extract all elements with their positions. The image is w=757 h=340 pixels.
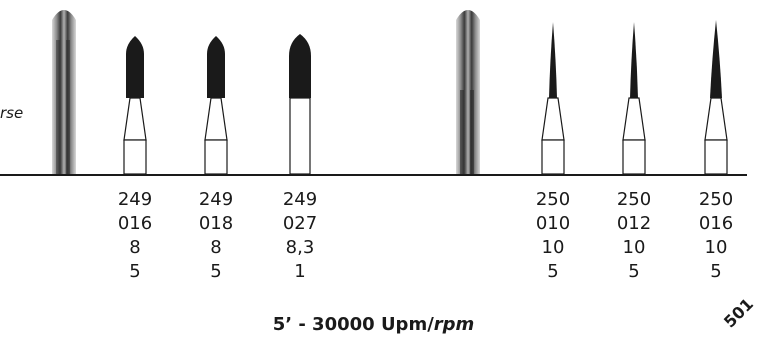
speed-caption-unit: rpm bbox=[433, 314, 475, 335]
spec-line: 8 bbox=[210, 237, 222, 258]
bur-photo-left bbox=[52, 10, 76, 174]
spec-line: 5 bbox=[628, 261, 640, 282]
spec-line: 250 bbox=[698, 189, 734, 210]
speed-caption-text: 5’ - 30000 Upm/ bbox=[272, 314, 434, 335]
speed-caption: 5’ - 30000 Upm/rpm bbox=[0, 314, 747, 335]
spec-line: 10 bbox=[541, 237, 565, 258]
spec-line: 249 bbox=[282, 189, 318, 210]
bur-shape-250-016 bbox=[704, 20, 728, 175]
bur-shape-249-016 bbox=[123, 36, 147, 175]
spec-line: 8 bbox=[129, 237, 141, 258]
spec-column-3: 249 027 8,3 1 bbox=[275, 188, 325, 284]
spec-line: 010 bbox=[535, 213, 571, 234]
spec-line: 016 bbox=[698, 213, 734, 234]
spec-line: 250 bbox=[535, 189, 571, 210]
spec-line: 10 bbox=[704, 237, 728, 258]
spec-line: 8,3 bbox=[285, 237, 315, 258]
spec-column-1: 249 016 8 5 bbox=[110, 188, 160, 284]
spec-line: 249 bbox=[198, 189, 234, 210]
baseline-rule bbox=[0, 174, 747, 176]
bur-shape-250-010 bbox=[541, 22, 565, 175]
bur-shape-250-012 bbox=[622, 22, 646, 175]
spec-column-4: 250 010 10 5 bbox=[528, 188, 578, 284]
spec-line: 1 bbox=[294, 261, 306, 282]
spec-column-6: 250 016 10 5 bbox=[691, 188, 741, 284]
side-label: rse bbox=[0, 104, 24, 122]
spec-line: 5 bbox=[547, 261, 559, 282]
spec-line: 10 bbox=[622, 237, 646, 258]
bur-shape-249-018 bbox=[204, 36, 228, 175]
spec-line: 027 bbox=[282, 213, 318, 234]
spec-column-2: 249 018 8 5 bbox=[191, 188, 241, 284]
spec-line: 5 bbox=[710, 261, 722, 282]
bur-photo-right bbox=[456, 10, 480, 174]
spec-line: 5 bbox=[210, 261, 222, 282]
spec-line: 5 bbox=[129, 261, 141, 282]
spec-line: 012 bbox=[616, 213, 652, 234]
spec-line: 018 bbox=[198, 213, 234, 234]
spec-line: 249 bbox=[117, 189, 153, 210]
bur-shape-249-027 bbox=[289, 34, 311, 175]
spec-line: 250 bbox=[616, 189, 652, 210]
spec-column-5: 250 012 10 5 bbox=[609, 188, 659, 284]
spec-line: 016 bbox=[117, 213, 153, 234]
